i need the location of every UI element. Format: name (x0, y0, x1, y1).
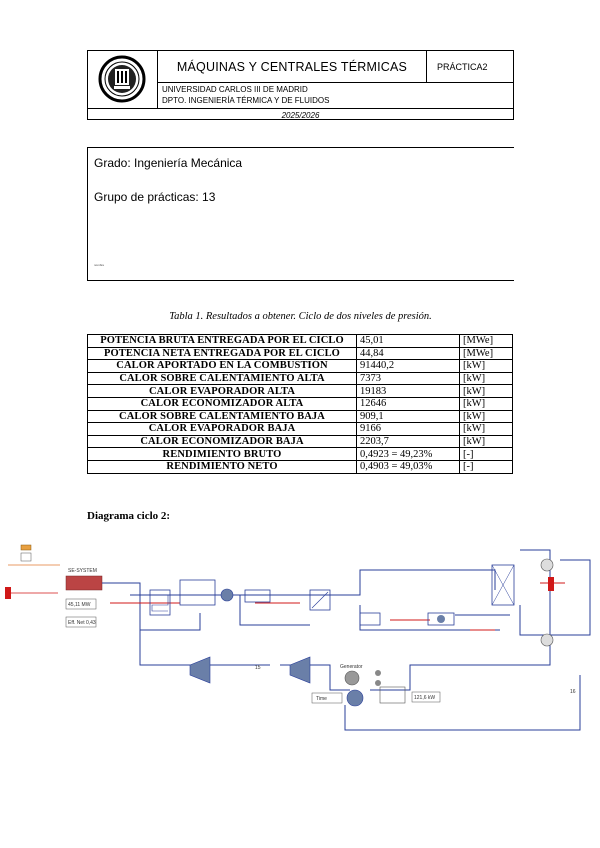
university-name: UNIVERSIDAD CARLOS III DE MADRID (162, 85, 308, 94)
generator-icon (344, 670, 360, 686)
fuel-source-icon (5, 587, 11, 599)
economizer-icon (149, 589, 171, 616)
result-unit-cell: [kW] (459, 434, 513, 449)
result-name-cell: CALOR EVAPORADOR ALTA (87, 384, 357, 398)
result-value-cell: 9166 (356, 422, 460, 436)
node-16-label: 16 (570, 689, 576, 695)
efficiency-label: Eff. Net 0,43 (68, 620, 96, 626)
stack-outlet-icon (548, 577, 554, 591)
document-header: MÁQUINAS Y CENTRALES TÉRMICAS PRÁCTICA2 … (87, 50, 514, 120)
result-unit-cell: [MWe] (459, 334, 513, 348)
department-name: DPTO. INGENIERÍA TÉRMICA Y DE FLUIDOS (162, 96, 330, 105)
pump-icon (540, 558, 554, 572)
student-info-box: Grado: Ingeniería Mecánica Grupo de prác… (87, 147, 514, 281)
result-name-cell: CALOR ECONOMIZADOR BAJA (87, 434, 357, 449)
cooling-tower-icon (379, 686, 406, 704)
meter-icon (375, 680, 381, 686)
result-value-cell: 45,01 (356, 334, 460, 348)
system-label: SE-SYSTEM (68, 568, 97, 574)
cycle-diagram: SE-SYSTEM 45,11 MW Eff. Net 0,43 (5, 544, 591, 731)
university-logo-cell (88, 51, 158, 108)
result-unit-cell: [-] (459, 447, 513, 461)
diagram-title: Diagrama ciclo 2: (87, 510, 171, 522)
result-unit-cell: [kW] (459, 409, 513, 424)
drum-icon (220, 588, 234, 602)
result-unit-cell: [MWe] (459, 346, 513, 361)
result-value-cell: 91440,2 (356, 359, 460, 373)
node-15-label: 15 (255, 665, 261, 671)
result-name-cell: CALOR APORTADO EN LA COMBUSTIÓN (87, 359, 357, 373)
heater-2-icon (427, 612, 455, 626)
heater-icon (359, 612, 381, 626)
generator-label: Generator (340, 664, 363, 670)
result-value-cell: 19183 (356, 384, 460, 398)
result-unit-cell: [kW] (459, 422, 513, 436)
group-line: Grupo de prácticas: 13 (94, 190, 216, 204)
result-unit-cell: [kW] (459, 371, 513, 386)
lp-turbine-icon (289, 656, 311, 684)
result-unit-cell: [kW] (459, 359, 513, 373)
time-label: Time (316, 696, 327, 702)
result-value-cell: 12646 (356, 396, 460, 411)
result-unit-cell: [kW] (459, 396, 513, 411)
power-box (65, 598, 97, 610)
result-value-cell: 2203,7 (356, 434, 460, 449)
valve-box-icon (309, 589, 331, 611)
time-box (311, 692, 343, 704)
exhaust-lines (110, 582, 565, 631)
evaporator-icon (179, 579, 216, 606)
pump-2-icon (540, 633, 554, 647)
academic-year: 2025/2026 (88, 108, 513, 121)
result-name-cell: RENDIMIENTO NETO (87, 459, 357, 474)
superheater-icon (244, 589, 271, 603)
result-value-cell: 44,84 (356, 346, 460, 361)
result-value-cell: 0,4923 = 49,23% (356, 447, 460, 461)
meter-2-icon (375, 670, 381, 676)
university-seal-icon (98, 55, 146, 103)
degree-line: Grado: Ingeniería Mecánica (94, 156, 243, 170)
condenser-icon (346, 689, 364, 707)
sensor-block (20, 552, 32, 562)
result-value-cell: 909,1 (356, 409, 460, 424)
result-value-cell: 0,4903 = 49,03% (356, 459, 460, 474)
gas-turbine-icon (65, 575, 103, 591)
power-label: 45,11 MW (68, 602, 91, 608)
result-name-cell: POTENCIA NETA ENTREGADA POR EL CICLO (87, 346, 357, 361)
power-box-2 (411, 691, 441, 703)
result-name-cell: RENDIMIENTO BRUTO (87, 447, 357, 461)
table-caption: Tabla 1. Resultados a obtener. Ciclo de … (169, 311, 432, 322)
course-title: MÁQUINAS Y CENTRALES TÉRMICAS (158, 51, 427, 83)
result-name-cell: POTENCIA BRUTA ENTREGADA POR EL CICLO (87, 334, 357, 348)
pipe-network (102, 549, 591, 731)
result-value-cell: 7373 (356, 371, 460, 386)
result-unit-cell: [kW] (459, 384, 513, 398)
power-label-2: 121,6 kW (414, 695, 435, 701)
control-block (20, 544, 32, 551)
institution-block: UNIVERSIDAD CARLOS III DE MADRID DPTO. I… (158, 83, 513, 108)
efficiency-box (65, 616, 97, 628)
practice-label: PRÁCTICA2 (427, 51, 513, 83)
hrsg-stack-icon (491, 564, 515, 606)
hp-turbine-icon (189, 656, 211, 684)
result-name-cell: CALOR ECONOMIZADOR ALTA (87, 396, 357, 411)
result-name-cell: CALOR SOBRE CALENTAMIENTO ALTA (87, 371, 357, 386)
tiny-note: nombre (94, 263, 105, 267)
result-unit-cell: [-] (459, 459, 513, 474)
result-name-cell: CALOR EVAPORADOR BAJA (87, 422, 357, 436)
result-name-cell: CALOR SOBRE CALENTAMIENTO BAJA (87, 409, 357, 424)
